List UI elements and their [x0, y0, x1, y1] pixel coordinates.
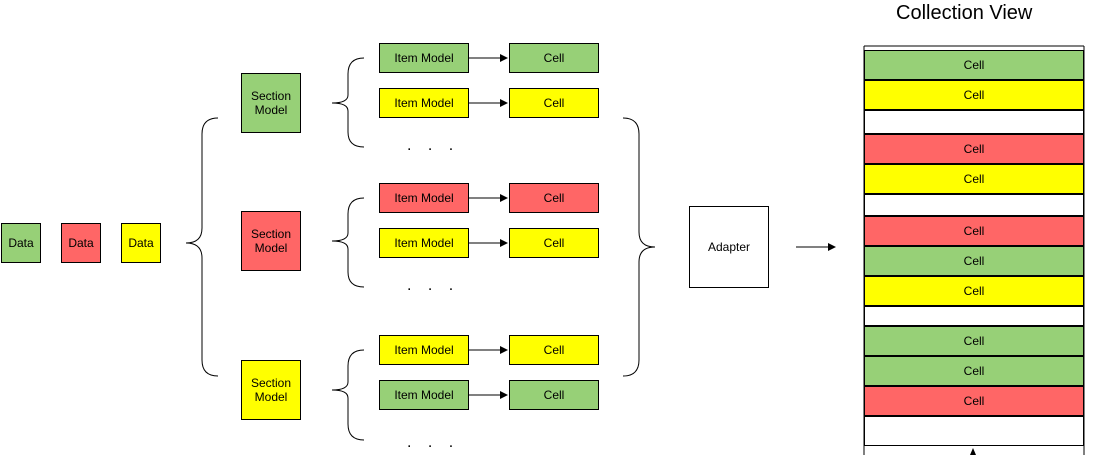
section-model-3: Section Model: [241, 360, 301, 420]
collection-cell: Cell: [864, 50, 1084, 80]
ellipsis: . . .: [407, 434, 460, 451]
collection-cell: Cell: [864, 164, 1084, 194]
item-model: Item Model: [379, 88, 469, 118]
scroll-indicator-icon: [970, 448, 976, 455]
collection-cell: Cell: [864, 386, 1084, 416]
collection-view-title: Collection View: [896, 2, 1033, 24]
collection-cell: Cell: [864, 276, 1084, 306]
collection-spacer: [864, 416, 1084, 446]
collection-cell: Cell: [864, 80, 1084, 110]
ellipsis: . . .: [407, 137, 460, 154]
adapter-box: Adapter: [689, 206, 769, 288]
data-box-1: Data: [1, 223, 41, 263]
data-box-2: Data: [61, 223, 101, 263]
cell: Cell: [509, 88, 599, 118]
collection-spacer: [864, 194, 1084, 216]
item-model: Item Model: [379, 335, 469, 365]
cell: Cell: [509, 380, 599, 410]
cell: Cell: [509, 335, 599, 365]
collection-spacer: [864, 306, 1084, 326]
section-1-brace: [331, 57, 365, 148]
collection-cell: Cell: [864, 356, 1084, 386]
collection-cell: Cell: [864, 216, 1084, 246]
ellipsis: . . .: [407, 277, 460, 294]
item-model: Item Model: [379, 183, 469, 213]
collection-cell: Cell: [864, 134, 1084, 164]
item-model: Item Model: [379, 228, 469, 258]
cell: Cell: [509, 183, 599, 213]
collection-spacer: [864, 110, 1084, 134]
section-model-2: Section Model: [241, 211, 301, 271]
collection-cell: Cell: [864, 326, 1084, 356]
cells-to-adapter-brace: [622, 117, 656, 377]
cell: Cell: [509, 43, 599, 73]
cell: Cell: [509, 228, 599, 258]
section-2-brace: [331, 197, 365, 288]
section-3-brace: [331, 349, 365, 441]
item-model: Item Model: [379, 380, 469, 410]
data-box-3: Data: [121, 223, 161, 263]
collection-cell: Cell: [864, 246, 1084, 276]
data-to-sections-brace: [185, 117, 219, 377]
section-model-1: Section Model: [241, 73, 301, 133]
item-model: Item Model: [379, 43, 469, 73]
